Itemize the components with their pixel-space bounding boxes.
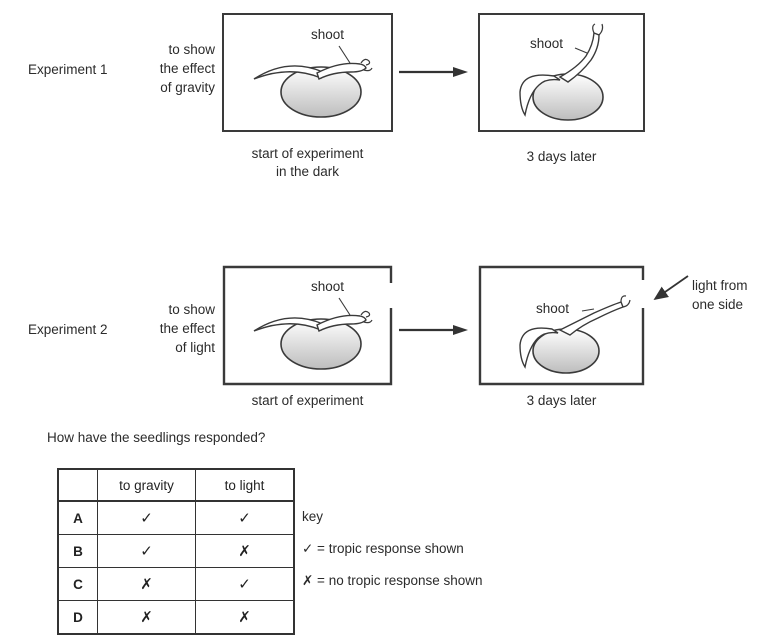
shoot-tip-fork — [621, 296, 630, 307]
option-letter: B — [57, 534, 98, 568]
light-from-one-side-label: light from one side — [692, 278, 748, 312]
table-row-d: D ✗ ✗ — [57, 600, 295, 635]
cotyledon-left — [254, 66, 323, 79]
root-downward — [520, 75, 560, 115]
light-mark: ✓ — [195, 567, 295, 601]
exp1-start-box: shoot — [222, 13, 393, 132]
key-cross-line: ✗ = no tropic response shown — [302, 573, 483, 588]
shoot-tip-fork — [593, 24, 603, 35]
seed-body — [533, 329, 599, 373]
exp2-start-box: shoot — [222, 265, 393, 386]
shoot-label: shoot — [536, 301, 570, 316]
shoot-horizontal — [317, 315, 366, 331]
shoot-toward-light — [560, 302, 623, 335]
table-row-a: A ✓ ✓ — [57, 500, 295, 535]
table-row-b: B ✓ ✗ — [57, 534, 295, 568]
arrow-right-icon — [398, 325, 468, 335]
seed-body — [281, 67, 361, 117]
header-to-gravity: to gravity — [97, 468, 196, 502]
seed-bent-up-diagram — [480, 15, 643, 130]
exp2-later-caption: 3 days later — [526, 393, 597, 408]
root-downward — [520, 328, 558, 367]
key-tick-line: ✓ = tropic response shown — [302, 541, 464, 556]
exp1-start-caption: start of experiment in the dark — [251, 146, 364, 179]
experiment2-purpose: to show the effect of light — [159, 302, 215, 355]
shoot-label: shoot — [311, 279, 345, 294]
light-mark: ✓ — [195, 500, 295, 535]
shoot-tip-fork — [361, 59, 372, 70]
gravity-mark: ✗ — [97, 600, 196, 635]
shoot-pointer-line — [582, 309, 594, 311]
shoot-pointer-line — [339, 46, 350, 63]
shoot-pointer-line — [339, 298, 350, 315]
exp1-later-box: shoot — [478, 13, 645, 132]
light-mark: ✗ — [195, 600, 295, 635]
option-letter: D — [57, 600, 98, 635]
shoot-label: shoot — [530, 36, 564, 51]
header-blank-cell — [57, 468, 98, 502]
table-header-row: to gravity to light — [57, 468, 295, 502]
cotyledon-left — [254, 318, 323, 331]
open-box-seed-start-diagram — [222, 265, 393, 386]
gravity-mark: ✓ — [97, 534, 196, 568]
box-outline-with-gap — [224, 267, 391, 384]
gravity-mark: ✓ — [97, 500, 196, 535]
seed-body — [281, 319, 361, 369]
shoot-pointer-line — [575, 48, 587, 53]
experiment2-label: Experiment 2 — [28, 322, 108, 337]
option-letter: C — [57, 567, 98, 601]
arrow-right-icon — [398, 67, 468, 77]
shoot-tip-fork — [361, 311, 372, 322]
seed-start-diagram — [224, 15, 391, 130]
exp2-later-box: shoot — [478, 265, 645, 386]
exp1-later-caption: 3 days later — [526, 149, 597, 164]
key-title: key — [302, 509, 324, 524]
experiment1-label: Experiment 1 — [28, 62, 108, 77]
shoot-label: shoot — [311, 27, 345, 42]
shoot-horizontal — [317, 63, 366, 79]
header-to-light: to light — [195, 468, 295, 502]
question-text: How have the seedlings responded? — [47, 430, 266, 445]
gravity-mark: ✗ — [97, 567, 196, 601]
box-outline-with-gap — [480, 267, 643, 384]
table-row-c: C ✗ ✓ — [57, 567, 295, 601]
option-letter: A — [57, 500, 98, 535]
experiment1-purpose: to show the effect of gravity — [159, 42, 215, 95]
light-arrow-icon — [653, 271, 691, 301]
light-mark: ✗ — [195, 534, 295, 568]
answers-table: to gravity to light A ✓ ✓ B ✓ ✗ C ✗ ✓ D … — [57, 468, 295, 635]
exp2-start-caption: start of experiment — [251, 393, 364, 408]
open-box-seed-bent-diagram — [478, 265, 645, 386]
